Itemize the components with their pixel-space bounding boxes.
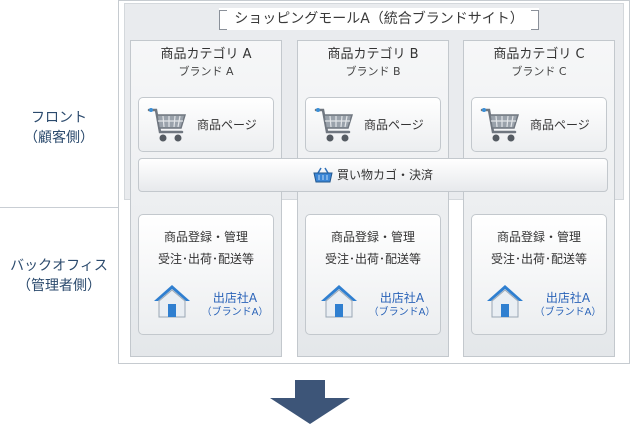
house-icon <box>487 285 523 318</box>
product-page-label: 商品ページ <box>364 118 424 132</box>
back-office-line1: 商品登録・管理 <box>496 230 581 244</box>
category-title: 商品カテゴリ C <box>493 47 585 62</box>
product-page-card-b: 商品ページ <box>305 97 441 152</box>
house-icon <box>321 285 357 318</box>
cart-checkout-label: 買い物カゴ・決済 <box>336 168 433 182</box>
shopping-cart-icon <box>147 108 187 142</box>
basket-icon <box>313 167 333 183</box>
front-label: フロント （顧客側） <box>0 108 118 148</box>
back-label: バックオフィス （管理者側） <box>0 256 118 296</box>
category-brand: ブランド B <box>345 65 401 78</box>
category-brand: ブランド A <box>178 65 234 78</box>
category-header-b: 商品カテゴリ B ブランド B <box>297 41 449 80</box>
cart-checkout-bar: 買い物カゴ・決済 <box>138 158 608 192</box>
back-office-line1: 商品登録・管理 <box>163 230 248 244</box>
category-header-a: 商品カテゴリ A ブランド A <box>130 41 282 80</box>
product-page-label: 商品ページ <box>197 118 257 132</box>
shop-brand: （ブランドA） <box>534 307 602 318</box>
category-title: 商品カテゴリ A <box>160 47 252 62</box>
category-header-c: 商品カテゴリ C ブランド C <box>463 41 615 80</box>
category-title: 商品カテゴリ B <box>327 47 419 62</box>
down-arrow-icon <box>270 380 350 424</box>
mall-title: ショッピングモールA（統合ブランドサイト） <box>219 8 539 30</box>
back-office-line2: 受注･出荷･配送等 <box>490 252 587 266</box>
shop-name: 出店社A <box>545 291 591 305</box>
mall-title-text: ショッピングモールA（統合ブランドサイト） <box>234 11 524 27</box>
shop-name: 出店社A <box>379 291 425 305</box>
back-office-card-c: 商品登録・管理 受注･出荷･配送等 出店社A （ブランドA） <box>471 214 607 335</box>
back-office-line2: 受注･出荷･配送等 <box>157 252 254 266</box>
house-icon <box>154 285 190 318</box>
front-label-text: フロント （顧客側） <box>24 110 94 146</box>
back-office-card-b: 商品登録・管理 受注･出荷･配送等 出店社A （ブランドA） <box>305 214 441 335</box>
back-office-line2: 受注･出荷･配送等 <box>324 252 421 266</box>
category-brand: ブランド C <box>511 65 567 78</box>
back-office-line1: 商品登録・管理 <box>330 230 415 244</box>
product-page-label: 商品ページ <box>530 118 590 132</box>
product-page-card-a: 商品ページ <box>138 97 274 152</box>
row-separator <box>0 207 118 208</box>
shopping-cart-icon <box>314 108 354 142</box>
back-label-text: バックオフィス （管理者側） <box>10 258 108 294</box>
shop-brand: （ブランドA） <box>201 307 269 318</box>
back-office-card-a: 商品登録・管理 受注･出荷･配送等 出店社A （ブランドA） <box>138 214 274 335</box>
shopping-cart-icon <box>480 108 520 142</box>
product-page-card-c: 商品ページ <box>471 97 607 152</box>
shop-name: 出店社A <box>212 291 258 305</box>
shop-brand: （ブランドA） <box>368 307 436 318</box>
